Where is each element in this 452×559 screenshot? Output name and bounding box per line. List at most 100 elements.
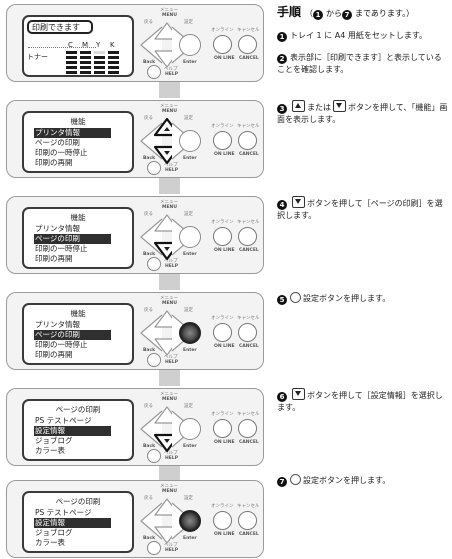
set-button-icon <box>290 474 301 485</box>
toner-level-segment <box>80 61 91 64</box>
set-button[interactable] <box>179 510 201 532</box>
online-label-en: ON LINE <box>214 248 235 253</box>
menu-label-jp: メニュー <box>160 296 178 301</box>
online-label-jp: オンライン <box>211 316 234 321</box>
enter-label-en: Enter <box>183 156 197 161</box>
set-button[interactable] <box>179 130 201 152</box>
online-button[interactable] <box>213 511 232 530</box>
cancel-label-en: CANCEL <box>239 152 259 157</box>
menu-label-en: MENU <box>162 13 177 18</box>
lcd-menu-item-selected: 設定情報 <box>34 518 111 528</box>
step-text: 表示部に［印刷できます］と表示していることを確認します。 <box>277 53 442 74</box>
online-button[interactable] <box>213 227 232 246</box>
step-number-icon: 1 <box>277 32 287 42</box>
lcd-menu-item: ジョブログ <box>35 436 73 445</box>
online-label-jp: オンライン <box>211 124 234 129</box>
step-number-icon: 4 <box>277 200 287 210</box>
step-number-icon: 7 <box>342 10 353 20</box>
up-arrow-button-icon <box>292 100 305 112</box>
cancel-button[interactable] <box>238 323 257 342</box>
step-text: ボタンを押して、「機能」画面を表示します。 <box>277 103 448 124</box>
cancel-button[interactable] <box>238 131 257 150</box>
back-button[interactable] <box>140 26 163 64</box>
back-label-en: Back <box>143 536 156 541</box>
set-label-jp: 設定 <box>184 404 193 409</box>
set-button[interactable] <box>179 418 201 440</box>
help-label-jp: ヘルプ <box>164 355 178 360</box>
back-button[interactable] <box>140 502 163 540</box>
step-number-icon: 3 <box>277 104 287 114</box>
cancel-button[interactable] <box>238 511 257 530</box>
lcd-menu-item: ジョブログ <box>35 528 73 537</box>
cancel-label-en: CANCEL <box>239 344 259 349</box>
step-text: または <box>307 103 331 112</box>
toner-level-segment <box>94 66 105 69</box>
toner-color-m: M <box>82 41 89 49</box>
lcd-menu-item-selected: 設定情報 <box>34 426 111 436</box>
step-3: 3 またはボタンを押して、「機能」画面を表示します。 <box>277 100 449 126</box>
divider <box>28 47 96 48</box>
cancel-label-en: CANCEL <box>239 532 259 537</box>
cancel-label-jp: キャンセル <box>237 220 260 225</box>
step-number-icon: 5 <box>277 295 287 305</box>
down-arrow-button-icon <box>333 100 346 112</box>
menu-label-jp: メニュー <box>160 8 178 13</box>
lcd-menu-title: 機能 <box>70 309 86 318</box>
back-button[interactable] <box>140 314 163 352</box>
toner-level-segment <box>108 71 119 74</box>
toner-level-segment <box>80 56 91 59</box>
lcd-menu-item: 印刷の再開 <box>35 254 73 263</box>
online-label-jp: オンライン <box>211 504 234 509</box>
toner-level-segment <box>80 51 91 54</box>
help-button[interactable] <box>147 161 161 175</box>
set-button[interactable] <box>179 226 201 248</box>
toner-level-segment <box>66 66 77 69</box>
toner-level-segment <box>108 51 119 54</box>
help-label-jp: ヘルプ <box>164 451 178 456</box>
lcd-menu-item-selected: プリンタ情報 <box>34 128 111 138</box>
set-label-jp: 設定 <box>184 20 193 25</box>
step-number-icon: 1 <box>313 10 324 20</box>
online-button[interactable] <box>213 323 232 342</box>
toner-level-segment <box>66 56 77 59</box>
help-button[interactable] <box>147 65 161 79</box>
help-button[interactable] <box>147 257 161 271</box>
online-button[interactable] <box>213 35 232 54</box>
lcd-menu-item: PS テストページ <box>35 508 92 517</box>
set-button[interactable] <box>179 34 201 56</box>
cancel-button[interactable] <box>238 35 257 54</box>
online-label-jp: オンライン <box>211 412 234 417</box>
enter-label-en: Enter <box>183 252 197 257</box>
menu-label-en: MENU <box>162 301 177 306</box>
help-button[interactable] <box>147 353 161 367</box>
set-button[interactable] <box>179 322 201 344</box>
enter-label-en: Enter <box>183 60 197 65</box>
cancel-button[interactable] <box>238 227 257 246</box>
lcd-menu-item: ページの印刷 <box>35 138 80 147</box>
help-label-en: HELP <box>165 264 179 269</box>
help-button[interactable] <box>147 449 161 463</box>
lcd-menu-item: プリンタ情報 <box>35 224 80 233</box>
cancel-label-jp: キャンセル <box>237 124 260 129</box>
panel-connector <box>159 272 180 290</box>
cancel-button[interactable] <box>238 419 257 438</box>
down-arrow-button-icon <box>292 196 305 208</box>
help-label-en: HELP <box>165 548 179 553</box>
help-button[interactable] <box>147 541 161 555</box>
menu-label-en: MENU <box>162 205 177 210</box>
online-button[interactable] <box>213 131 232 150</box>
online-label-en: ON LINE <box>214 344 235 349</box>
lcd-menu-item: PS テストページ <box>35 416 92 425</box>
lcd-menu-item: 印刷の一時停止 <box>35 148 88 157</box>
online-button[interactable] <box>213 419 232 438</box>
lcd-display: 機能プリンタ情報ページの印刷印刷の一時停止印刷の再開 <box>22 111 134 173</box>
step-text: ボタンを押して［設定情報］を選択します。 <box>277 391 443 412</box>
